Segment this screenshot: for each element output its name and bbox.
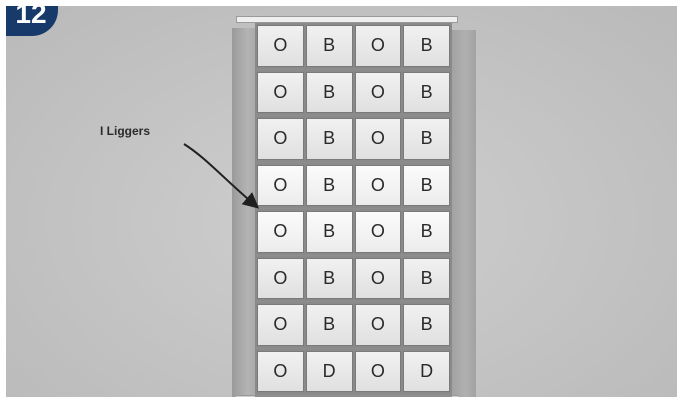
ligger-cell: D <box>305 350 353 392</box>
ligger-cell: O <box>354 118 402 160</box>
callout-arrow-icon <box>183 143 260 209</box>
ligger-cell: O <box>257 25 304 67</box>
step-number: 12 <box>15 6 47 29</box>
liggers-callout-label: I Liggers <box>100 124 151 138</box>
ligger-cell: O <box>257 71 304 113</box>
ligger-cell: O <box>257 211 304 253</box>
ligger-cell: O <box>257 304 304 346</box>
ligger-cell: B <box>305 25 353 67</box>
ligger-cell: O <box>257 118 304 160</box>
ligger-cell: O <box>257 350 304 392</box>
top-rail <box>236 16 458 23</box>
ligger-cell: B <box>305 164 353 206</box>
ligger-cell: B <box>403 304 450 346</box>
ligger-cell: B <box>305 118 353 160</box>
right-post <box>450 30 476 397</box>
ligger-cell: B <box>305 71 353 113</box>
ligger-cell: B <box>305 211 353 253</box>
ligger-cell: O <box>257 164 304 206</box>
ligger-cell: O <box>354 71 402 113</box>
ligger-cell: B <box>305 304 353 346</box>
ligger-cell: O <box>257 257 304 299</box>
ligger-cell: O <box>354 350 402 392</box>
ligger-cell: O <box>354 164 402 206</box>
ligger-cell: B <box>403 164 450 206</box>
left-post <box>232 28 258 397</box>
ligger-cell: O <box>354 25 402 67</box>
ligger-cell: B <box>403 118 450 160</box>
ligger-cell: O <box>354 304 402 346</box>
ligger-cell: B <box>403 257 450 299</box>
ligger-cell: O <box>354 211 402 253</box>
ligger-cell: O <box>354 257 402 299</box>
ligger-cell: B <box>403 211 450 253</box>
step-number-badge: 12 <box>6 6 58 36</box>
ligger-cell: B <box>403 25 450 67</box>
ligger-cell: B <box>403 71 450 113</box>
ligger-cell: D <box>403 350 450 392</box>
ligger-cell: B <box>305 257 353 299</box>
